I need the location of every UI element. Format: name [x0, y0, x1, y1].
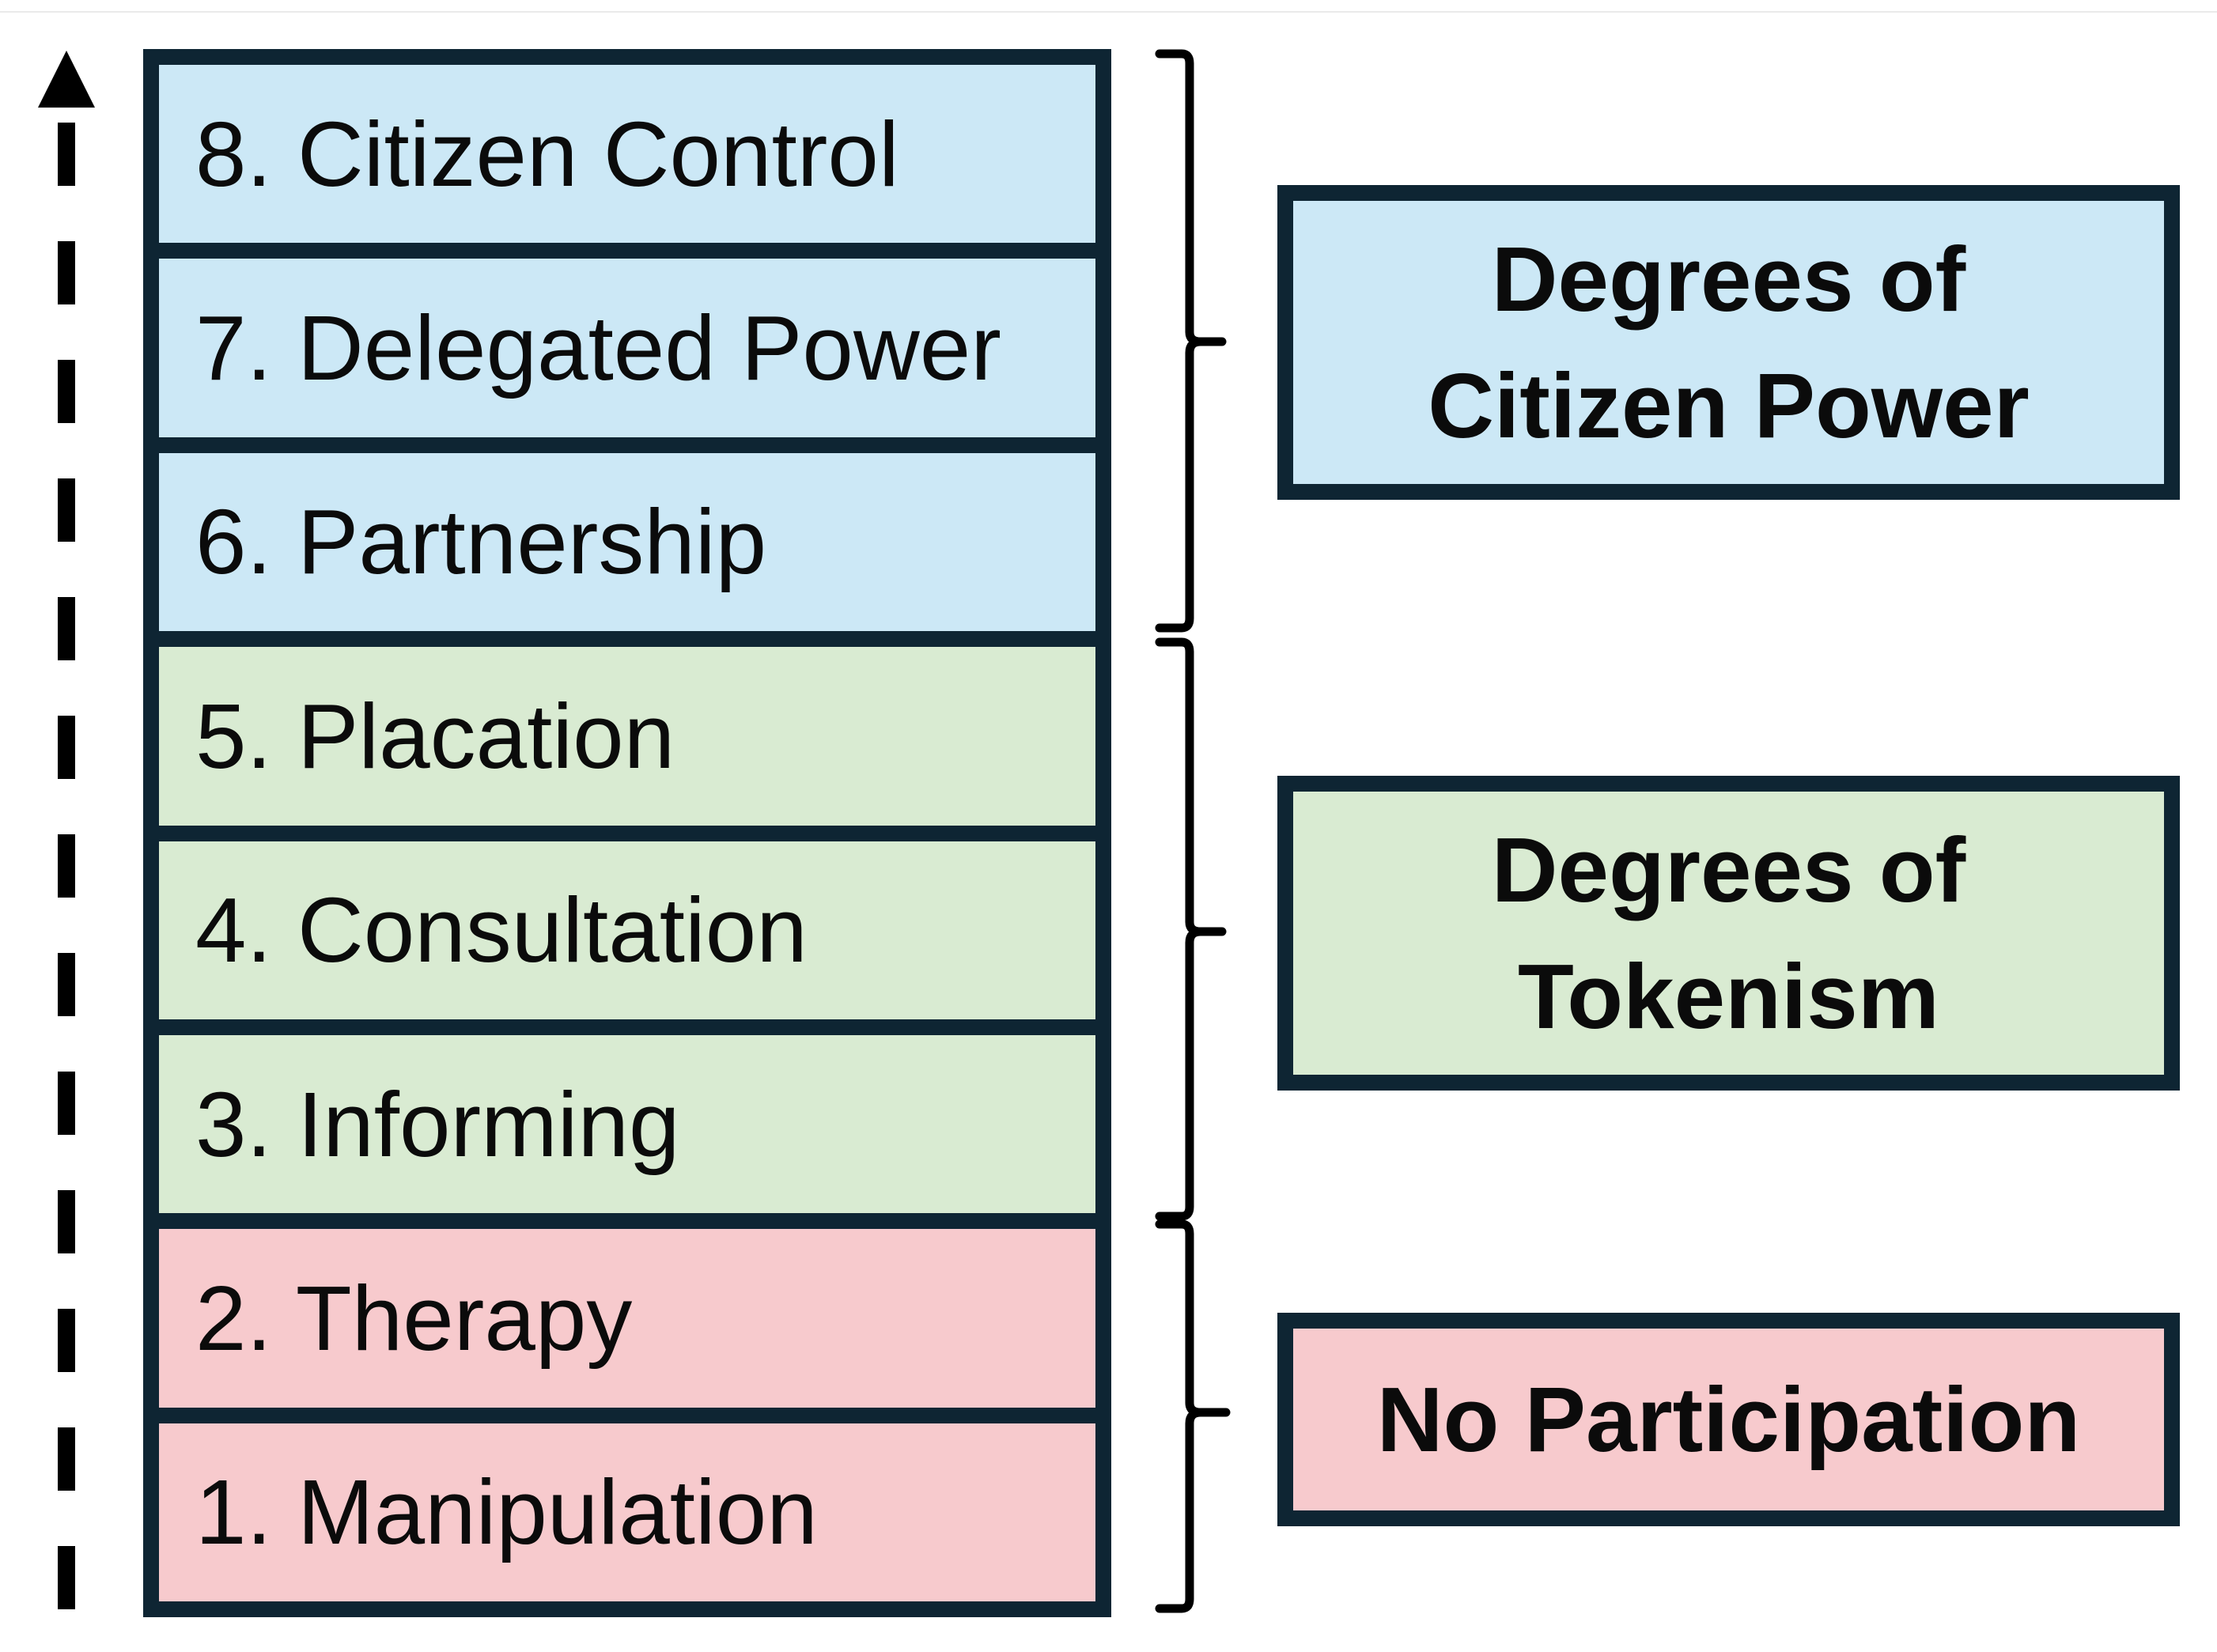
rung-consultation: 4. Consultation: [159, 825, 1095, 1019]
arrow-up-icon: [38, 51, 95, 108]
rung-citizen-control: 8. Citizen Control: [159, 65, 1095, 244]
top-divider: [0, 11, 2217, 13]
rung-informing: 3. Informing: [159, 1019, 1095, 1214]
group-citizen-power-label: Degrees of Citizen Power: [1428, 228, 2030, 457]
rung-placation: 5. Placation: [159, 631, 1095, 826]
brace-citizen-power: [1155, 49, 1227, 633]
rung-delegated-power: 7. Delegated Power: [159, 243, 1095, 437]
rung-manipulation: 1. Manipulation: [159, 1407, 1095, 1601]
rung-partnership: 6. Partnership: [159, 437, 1095, 632]
rung-therapy: 2. Therapy: [159, 1213, 1095, 1408]
brace-tokenism: [1155, 637, 1227, 1221]
group-no-participation-label: No Participation: [1376, 1368, 2081, 1471]
participation-ladder: 8. Citizen Control 7. Delegated Power 6.…: [143, 49, 1111, 1617]
group-tokenism: Degrees of Tokenism: [1277, 776, 2180, 1091]
group-citizen-power: Degrees of Citizen Power: [1277, 185, 2180, 500]
group-no-participation: No Participation: [1277, 1313, 2180, 1526]
group-tokenism-label: Degrees of Tokenism: [1491, 818, 1966, 1048]
brace-no-participation: [1155, 1219, 1231, 1613]
